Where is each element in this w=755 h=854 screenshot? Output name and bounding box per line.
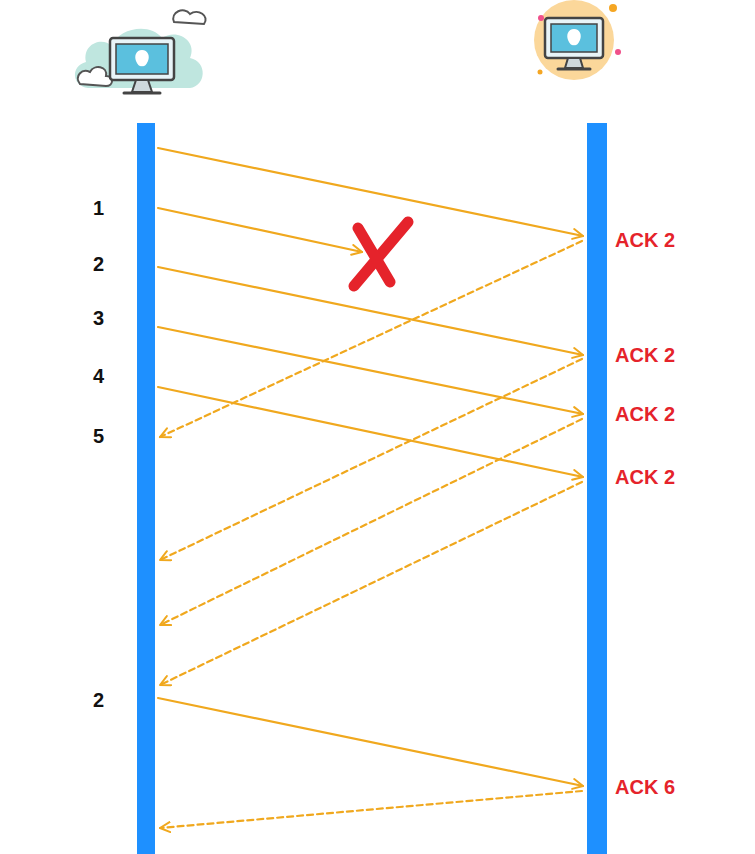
segment-number: 4: [93, 364, 104, 388]
sender-timeline: [137, 123, 155, 854]
receiver-icon: [534, 0, 621, 80]
segment-number: 3: [93, 306, 104, 330]
ack-label: ACK 2: [615, 343, 675, 367]
ack-label: ACK 2: [615, 402, 675, 426]
ack-label: ACK 2: [615, 228, 675, 252]
segment-number: 5: [93, 424, 104, 448]
segment-number: 2: [93, 688, 104, 712]
ack-label: ACK 2: [615, 465, 675, 489]
segment-number: 1: [93, 196, 104, 220]
receiver-timeline: [587, 123, 607, 854]
ack-label: ACK 6: [615, 775, 675, 799]
ack-arrows: [160, 241, 582, 828]
sender-icon: [75, 10, 206, 93]
loss-mark: [354, 222, 408, 286]
segment-arrows: [158, 148, 583, 786]
segment-number: 2: [93, 252, 104, 276]
